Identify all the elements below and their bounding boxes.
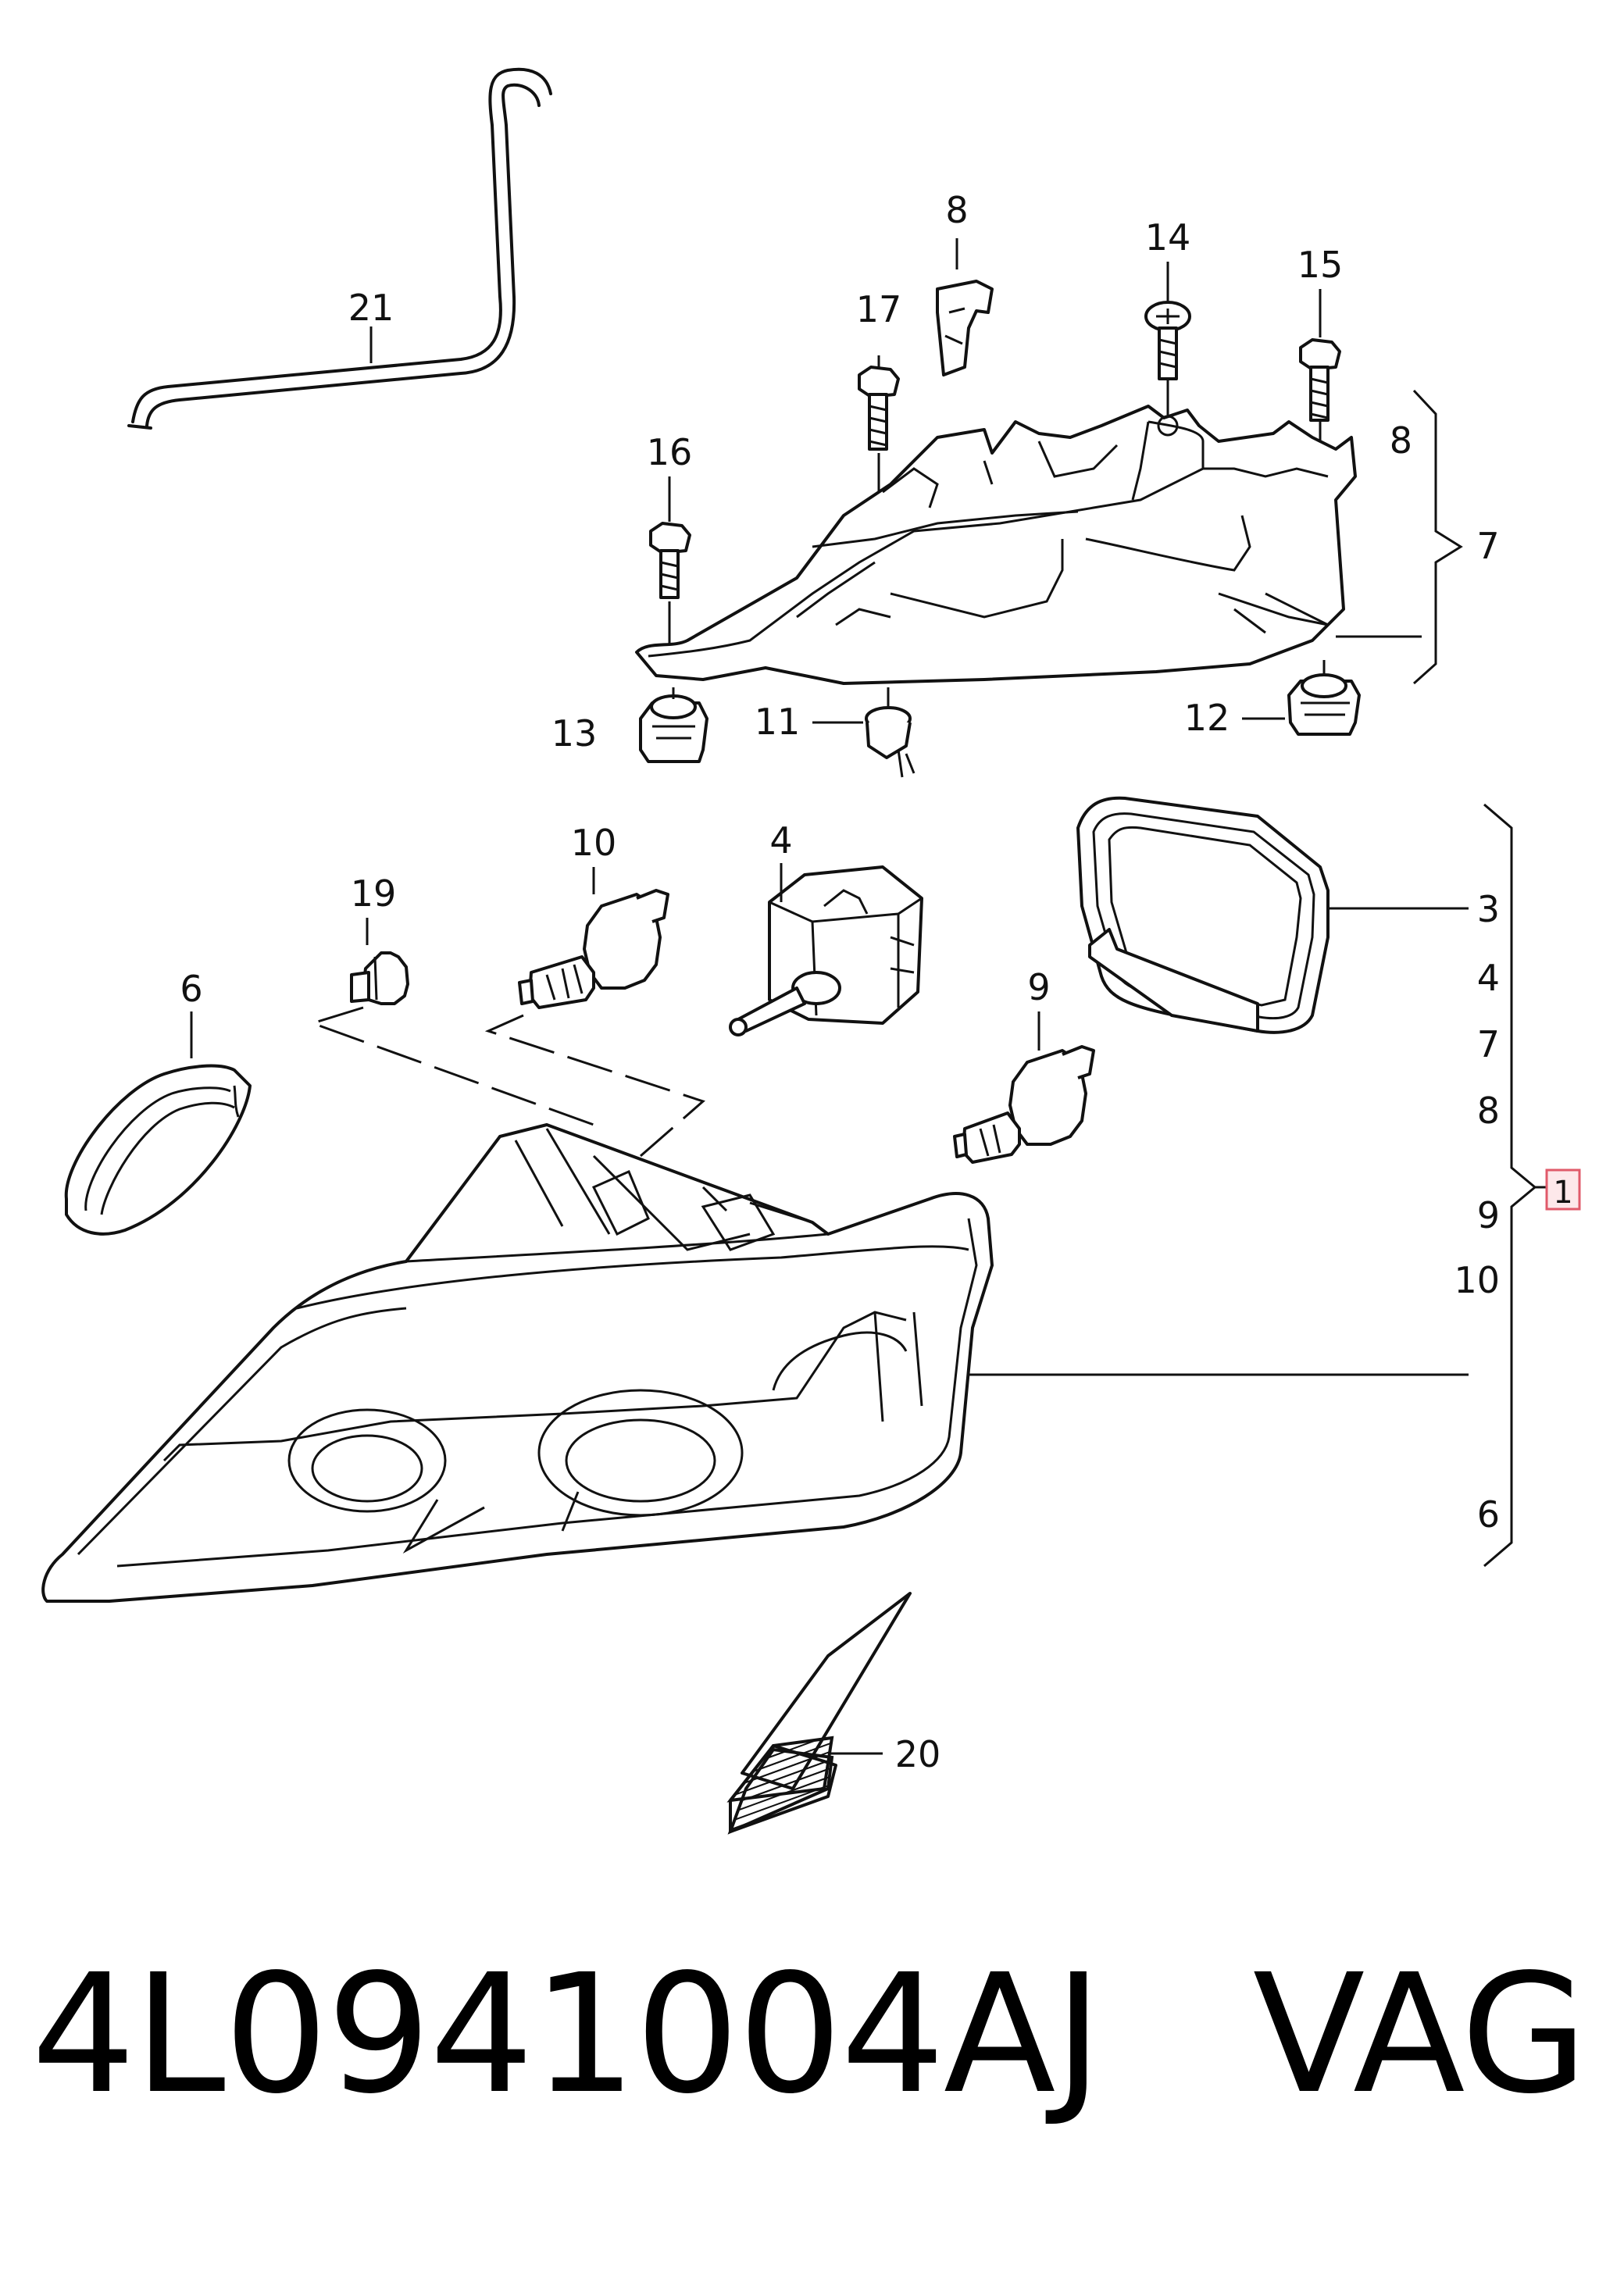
callout-13: 13 xyxy=(551,712,598,755)
callout-labels: 21 8 17 14 15 16 13 11 12 8 7 19 10 4 9 … xyxy=(180,189,1499,1775)
bulb-part-10 xyxy=(484,867,705,1158)
bolt-part-16 xyxy=(649,476,691,648)
callout-8-right: 8 xyxy=(1390,419,1412,462)
callout-7-right: 7 xyxy=(1476,525,1499,567)
adjuster-part-13 xyxy=(639,687,708,763)
callout-16: 16 xyxy=(647,431,693,473)
adjuster-part-12 xyxy=(1242,660,1361,736)
assembly-label: 1 xyxy=(1553,1175,1572,1211)
assembly-box[interactable] xyxy=(1545,1168,1581,1211)
callout-10: 10 xyxy=(571,822,617,864)
screw-part-14 xyxy=(1144,262,1191,422)
bolt-part-15 xyxy=(1299,289,1341,461)
callout-11: 11 xyxy=(755,701,801,743)
callout-19: 19 xyxy=(351,872,397,915)
callout-17: 17 xyxy=(856,288,902,330)
callout-4: 4 xyxy=(769,819,792,862)
part-caption: 4L0941004AJ VAG xyxy=(31,1953,1588,2117)
brace-8-7 xyxy=(1336,389,1463,685)
assembly-item: 6 xyxy=(1477,1493,1500,1536)
ring-part-6 xyxy=(64,1011,252,1236)
bulb-part-9 xyxy=(953,1011,1095,1164)
callout-14: 14 xyxy=(1145,216,1191,259)
gasket-part-3 xyxy=(1076,796,1469,1034)
callout-6: 6 xyxy=(180,968,202,1010)
callout-21: 21 xyxy=(348,287,394,329)
bolt-part-17 xyxy=(858,355,900,492)
hose-part-21 xyxy=(127,67,552,430)
headlight-assembly xyxy=(41,1123,1469,1603)
callout-15: 15 xyxy=(1297,244,1344,286)
callout-20: 20 xyxy=(895,1733,941,1775)
assembly-brace: 1 xyxy=(1483,803,1581,1568)
callout-9: 9 xyxy=(1027,966,1050,1008)
bulb-part-19 xyxy=(309,918,594,1126)
housing-bracket xyxy=(635,405,1357,685)
assembly-item: 4 xyxy=(1477,957,1500,999)
callout-8: 8 xyxy=(945,189,968,231)
callout-12: 12 xyxy=(1184,697,1230,739)
adjuster-part-11 xyxy=(812,687,916,778)
assembly-item: 3 xyxy=(1477,888,1500,930)
sticker-part-20 xyxy=(726,1592,912,1835)
part-number: 4L0941004AJ xyxy=(31,1939,1102,2130)
assembly-item: 10 xyxy=(1454,1259,1500,1301)
assembly-item: 8 xyxy=(1477,1090,1500,1132)
assembly-item: 9 xyxy=(1477,1194,1500,1236)
assembly-item: 7 xyxy=(1477,1023,1500,1065)
clip-part-8 xyxy=(936,238,994,376)
assembly-items: 3 4 7 8 9 10 6 xyxy=(1454,888,1500,1536)
module-part-4 xyxy=(729,863,923,1036)
brand-name: VAG xyxy=(1252,1939,1588,2130)
